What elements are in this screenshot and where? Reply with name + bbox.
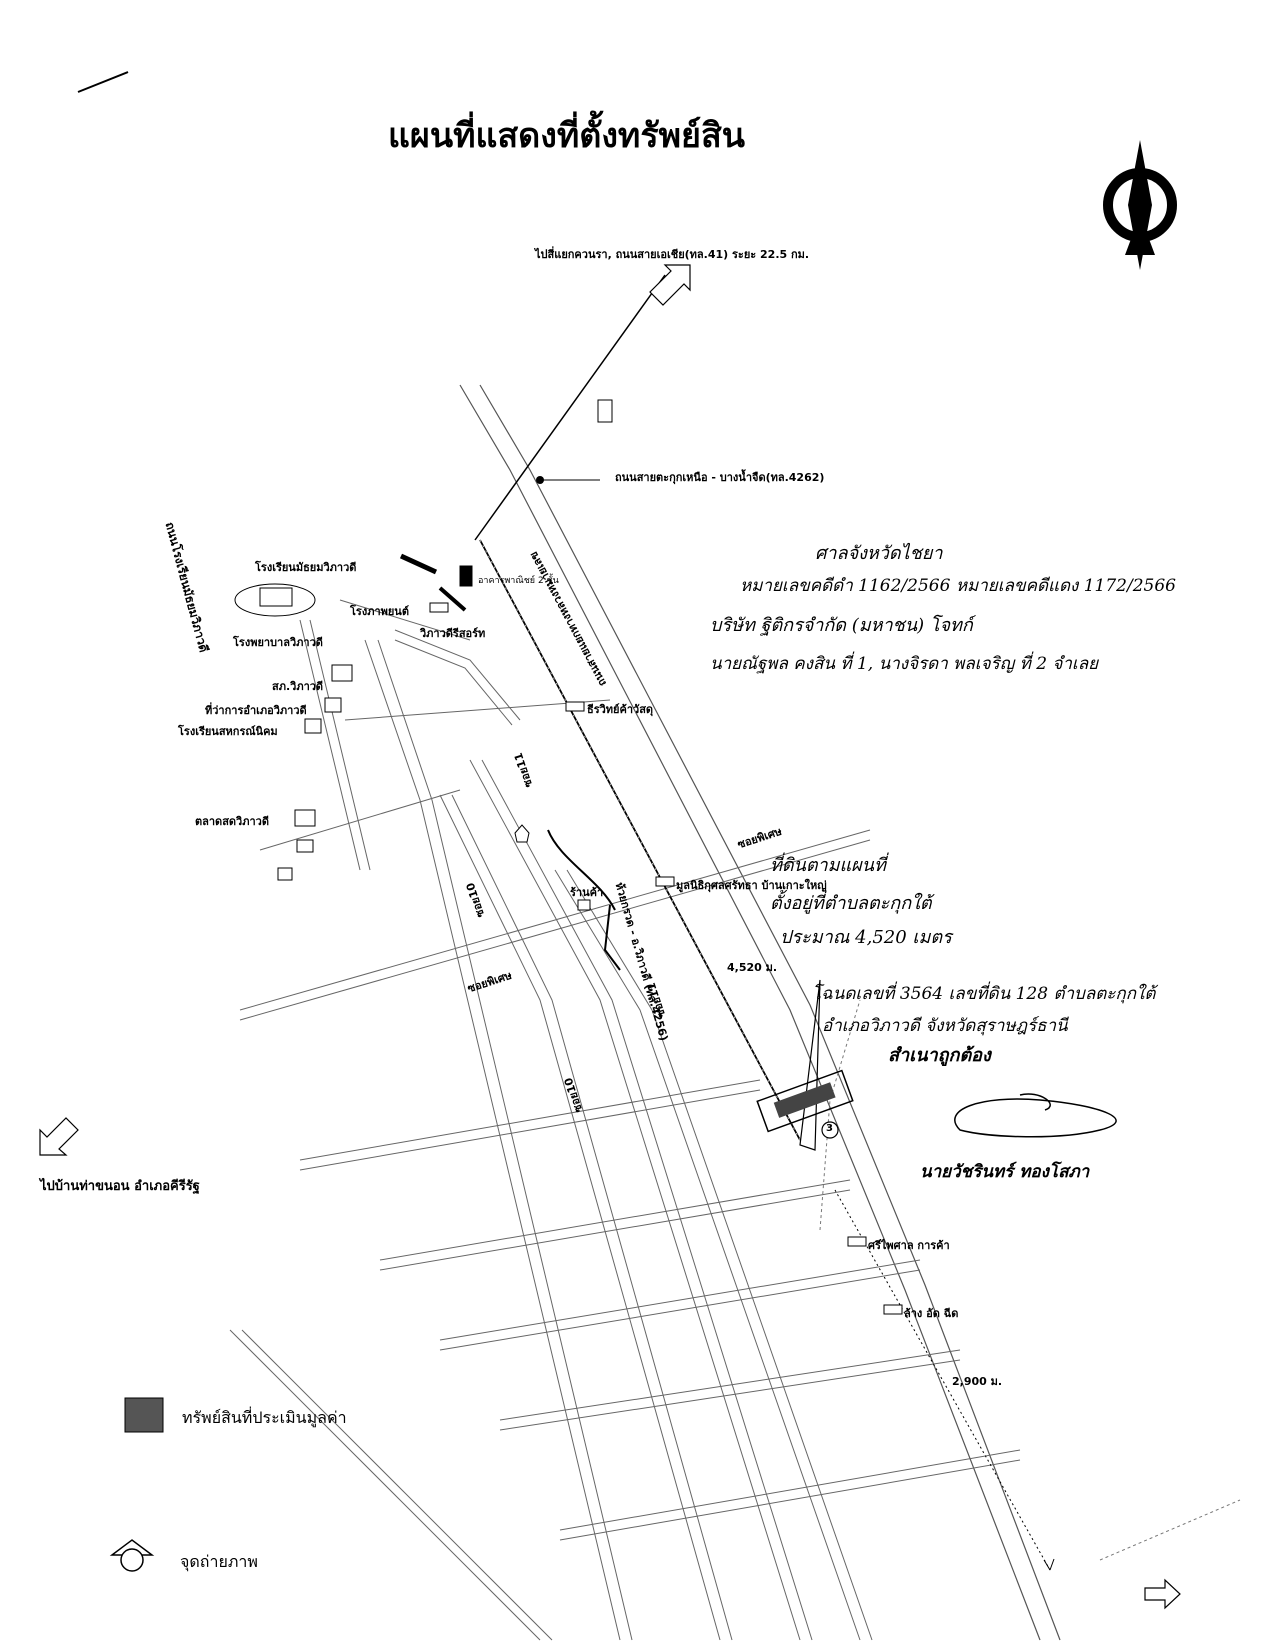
hand-plaintiff: บริษัท ฐิติกรจำกัด (มหาชน) โจทก์ bbox=[710, 615, 973, 636]
compass-icon bbox=[1103, 140, 1177, 270]
hand-certified: สำเนาถูกต้อง bbox=[888, 1045, 991, 1066]
hand-court: ศาลจังหวัดไชยา bbox=[815, 543, 943, 564]
signature bbox=[954, 1098, 1117, 1138]
pointer-to-property bbox=[799, 979, 821, 1151]
route-label-kuanra: ไปสี่แยกควนรา, ถนนสายเอเชีย(ทล.41) ระยะ … bbox=[535, 248, 810, 261]
place-school: โรงเรียนมัธยมวิภาวดี bbox=[255, 561, 357, 574]
hand-signer-name: นายวัชรินทร์ ทองโสภา bbox=[920, 1162, 1090, 1182]
diagonal-roads bbox=[229, 639, 873, 1641]
place-shophouse: อาคารพาณิชย์ 2 ชั้น bbox=[478, 576, 559, 586]
hand-district: อำเภอวิภาวดี จังหวัดสุราษฎร์ธานี bbox=[822, 1016, 1068, 1036]
photo-point-marker bbox=[821, 1121, 839, 1139]
arrow-sw-icon bbox=[39, 1117, 79, 1156]
hand-approx-distance: ประมาณ 4,520 เมตร bbox=[780, 927, 952, 948]
route-label-tha-khanon: ไปบ้านท่าขนอน อำเภอคีรีรัฐ bbox=[40, 1179, 200, 1194]
place-foundation: มูลนิธิกุศลศรัทธา บ้านเกาะใหญ่ bbox=[676, 879, 827, 892]
place-sripaisarn: ศรีไพศาล การค้า bbox=[868, 1239, 950, 1252]
side-roads bbox=[819, 999, 1241, 1561]
hand-location: ตั้งอยู่ที่ตำบลตะกุกใต้ bbox=[770, 893, 932, 914]
legend-photo-label: จุดถ่ายภาพ bbox=[180, 1552, 258, 1571]
page-title: แผนที่แสดงที่ตั้งทรัพย์สิน bbox=[388, 116, 745, 156]
hand-land-note: ที่ดินตามแผนที่ bbox=[770, 855, 886, 876]
place-theerawit: ธีรวิทย์ค้าวัสดุ bbox=[587, 703, 654, 716]
property-parcel bbox=[756, 1069, 854, 1133]
place-police: สภ.วิภาวดี bbox=[272, 680, 324, 693]
place-resort: วิภาวดีรีสอร์ท bbox=[420, 627, 486, 640]
legend-appraised-label: ทรัพย์สินที่ประเมินมูลค่า bbox=[182, 1408, 347, 1427]
place-icons bbox=[234, 399, 903, 1315]
route-label-4262: ถนนสายตะกุกเหนือ - บางน้ำจืด(ทล.4262) bbox=[615, 471, 825, 484]
photo-point-number: 3 bbox=[826, 1123, 833, 1134]
route-to-kuanra bbox=[474, 274, 666, 541]
place-shop: ร้านค้า bbox=[570, 886, 604, 899]
place-coop-school: โรงเรียนสหกรณ์นิคม bbox=[178, 725, 278, 738]
scan-mark bbox=[77, 71, 129, 93]
route-to-property bbox=[479, 539, 801, 1141]
legend-photo-icon bbox=[109, 1539, 155, 1572]
place-cinema: โรงภาพยนต์ bbox=[350, 605, 409, 618]
hand-deed: โฉนดเลขที่ 3564 เลขที่ดิน 128 ตำบลตะกุกใ… bbox=[812, 984, 1156, 1004]
main-highway bbox=[459, 384, 1061, 1641]
legend-swatch-appraised bbox=[124, 1397, 164, 1433]
place-hospital: โรงพยาบาลวิภาวดี bbox=[233, 636, 323, 649]
place-market: ตลาดสดวิภาวดี bbox=[195, 815, 269, 828]
hand-defendants: นายณัฐพล คงสิน ที่ 1, นางจิรดา พลเจริญ ท… bbox=[710, 654, 1099, 674]
hand-case-numbers: หมายเลขคดีดำ 1162/2566 หมายเลขคดีแดง 117… bbox=[740, 576, 1176, 596]
cross-roads bbox=[239, 599, 1021, 1541]
bridge-mark bbox=[399, 553, 438, 575]
arrow-ne-icon bbox=[649, 264, 691, 306]
distance-4520: 4,520 ม. bbox=[727, 961, 778, 974]
place-lang-ad: ล้าง อัด ฉีด bbox=[904, 1307, 959, 1320]
distance-2900: 2,900 ม. bbox=[952, 1375, 1003, 1388]
road-4262-junction bbox=[536, 476, 544, 484]
place-district-office: ที่ว่าการอำเภอวิภาวดี bbox=[205, 704, 307, 717]
arrow-e-icon bbox=[1144, 1578, 1181, 1610]
compass-north-letter: N bbox=[1132, 200, 1143, 214]
